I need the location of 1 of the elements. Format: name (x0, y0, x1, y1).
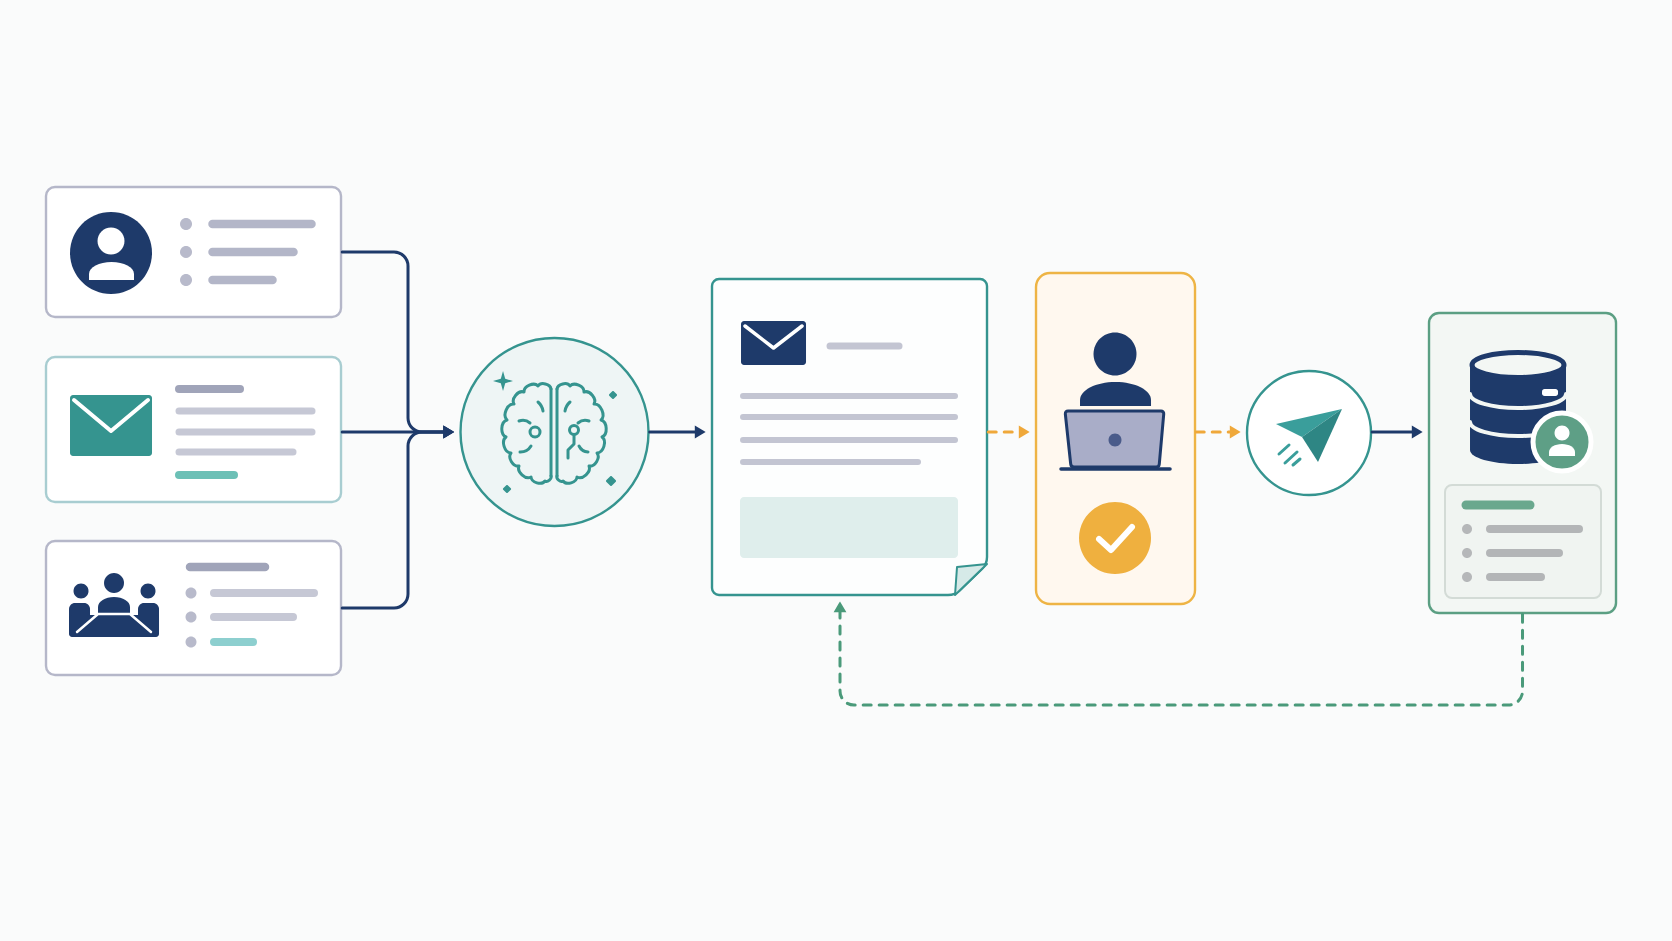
round-badge (459, 336, 650, 528)
